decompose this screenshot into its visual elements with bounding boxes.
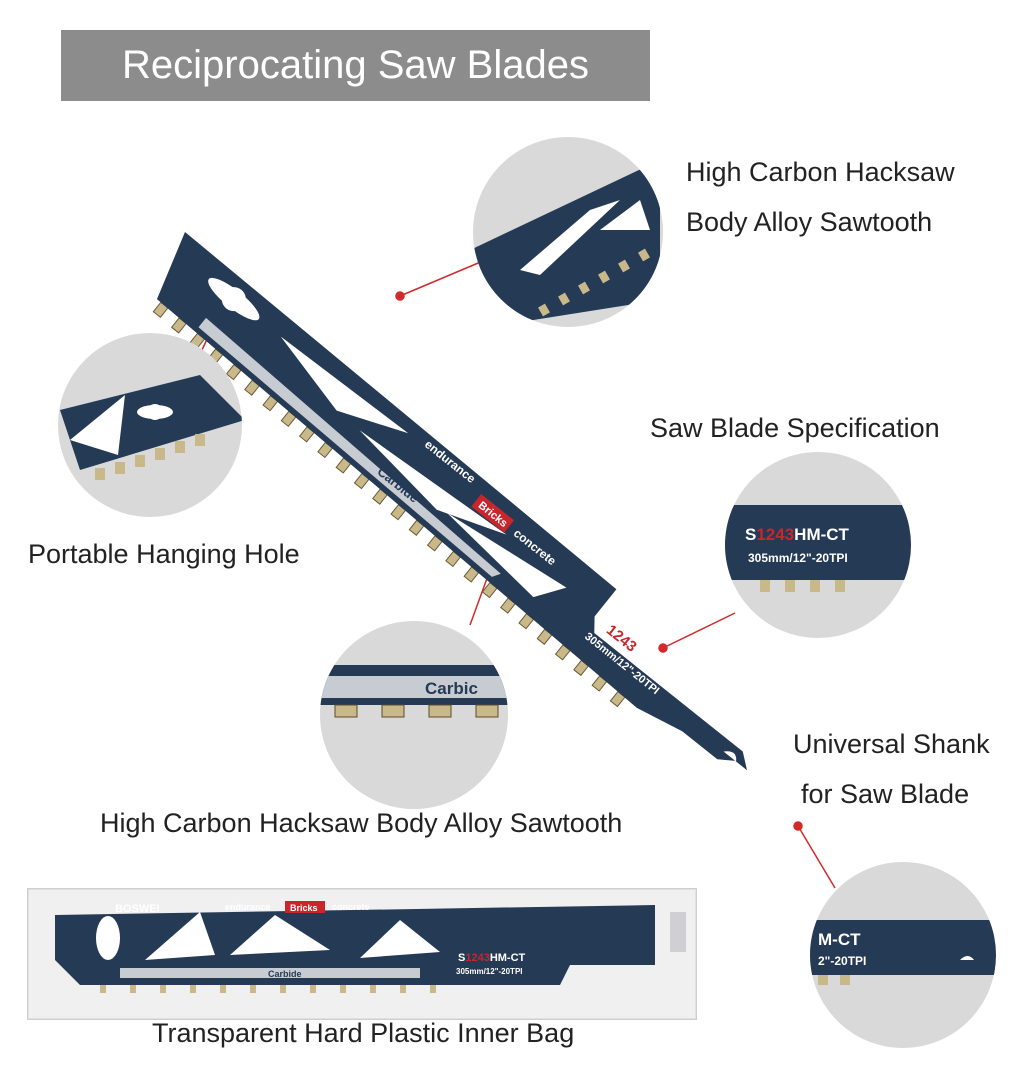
label-bag: Transparent Hard Plastic Inner Bag bbox=[152, 1018, 575, 1048]
label-spec: Saw Blade Specification bbox=[650, 413, 940, 443]
label-hanging-hole: Portable Hanging Hole bbox=[28, 539, 300, 569]
package-word-concrete: concrete bbox=[332, 902, 370, 912]
zoom-circle-shank: M-CT 2"-20TPI bbox=[810, 862, 996, 1048]
zoom-circle-carbide: Carbic bbox=[320, 621, 508, 809]
package-size: 305mm/12"-20TPI bbox=[456, 967, 523, 976]
shank-notch bbox=[723, 751, 737, 762]
zoom-circle-spec: S1243HM-CT 305mm/12"-20TPI bbox=[725, 452, 911, 638]
spec-zoom-model: S1243HM-CT bbox=[745, 525, 850, 544]
package-word-carbide: Carbide bbox=[268, 969, 302, 979]
zoom-circle-hanging-hole bbox=[58, 333, 242, 517]
shank-zoom-size: 2"-20TPI bbox=[818, 954, 866, 968]
spec-zoom-size: 305mm/12"-20TPI bbox=[748, 551, 848, 565]
package-word-endurance: endurance bbox=[225, 902, 271, 912]
label-shank-line2: for Saw Blade bbox=[801, 779, 970, 809]
label-sawtooth-bottom: High Carbon Hacksaw Body Alloy Sawtooth bbox=[100, 808, 623, 838]
label-top-right-line2: Body Alloy Sawtooth bbox=[686, 207, 933, 237]
package-brand: BOSWEI bbox=[115, 903, 160, 915]
label-shank-line1: Universal Shank bbox=[793, 729, 990, 759]
carbide-zoom-text: Carbic bbox=[425, 679, 478, 698]
label-top-right-line1: High Carbon Hacksaw bbox=[686, 157, 955, 187]
body-cutout-3 bbox=[447, 512, 567, 598]
packaged-blade: BOSWEI endurance Bricks concrete Carbide… bbox=[27, 888, 697, 1020]
package-word-bricks: Bricks bbox=[290, 903, 318, 913]
bricks-badge bbox=[471, 494, 515, 533]
page-title: Reciprocating Saw Blades bbox=[122, 43, 589, 87]
carbide-strip bbox=[198, 317, 501, 577]
shank-zoom-model: M-CT bbox=[818, 930, 861, 949]
saw-blade: BOSWEI endurance Bricks concrete Carbide… bbox=[152, 232, 748, 771]
package-model: S1243HM-CT bbox=[458, 952, 526, 964]
zoom-circle-top bbox=[473, 137, 663, 327]
title-banner: Reciprocating Saw Blades bbox=[61, 30, 650, 101]
blade-brand: BOSWEI bbox=[303, 312, 356, 327]
